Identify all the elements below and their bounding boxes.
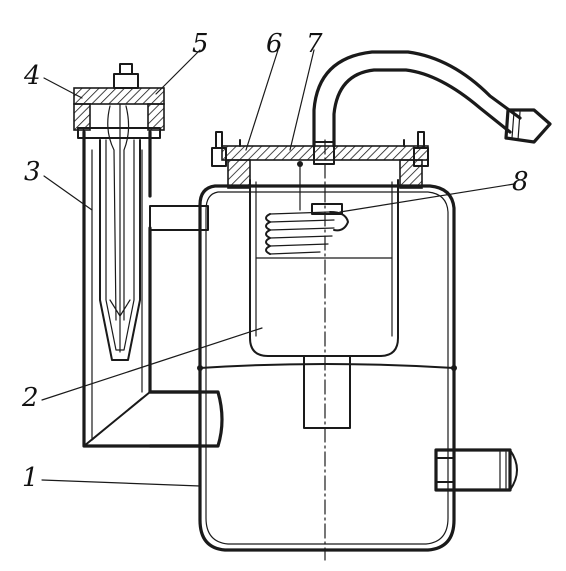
main-tank-body [197, 184, 457, 552]
callout-1: 1 [22, 463, 39, 493]
callout-6: 6 [266, 29, 283, 59]
callout-7: 7 [306, 29, 323, 59]
filter-housing [82, 130, 202, 448]
filter-element [99, 103, 141, 361]
callout-2: 2 [21, 383, 39, 413]
callout-4: 4 [23, 61, 41, 91]
vent-pipe [312, 50, 552, 165]
filter-cap [73, 63, 165, 139]
callout-3: 3 [24, 157, 41, 187]
leader-lines [41, 49, 515, 487]
callout-8: 8 [512, 167, 529, 197]
top-flange-lid [211, 131, 429, 189]
lower-outlet-pipe [148, 390, 224, 448]
coil-element [265, 161, 349, 255]
upper-connection-pipe [149, 205, 209, 231]
callout-5: 5 [192, 29, 209, 59]
inner-drain-stub [303, 355, 351, 429]
right-drain-fitting [434, 448, 518, 492]
